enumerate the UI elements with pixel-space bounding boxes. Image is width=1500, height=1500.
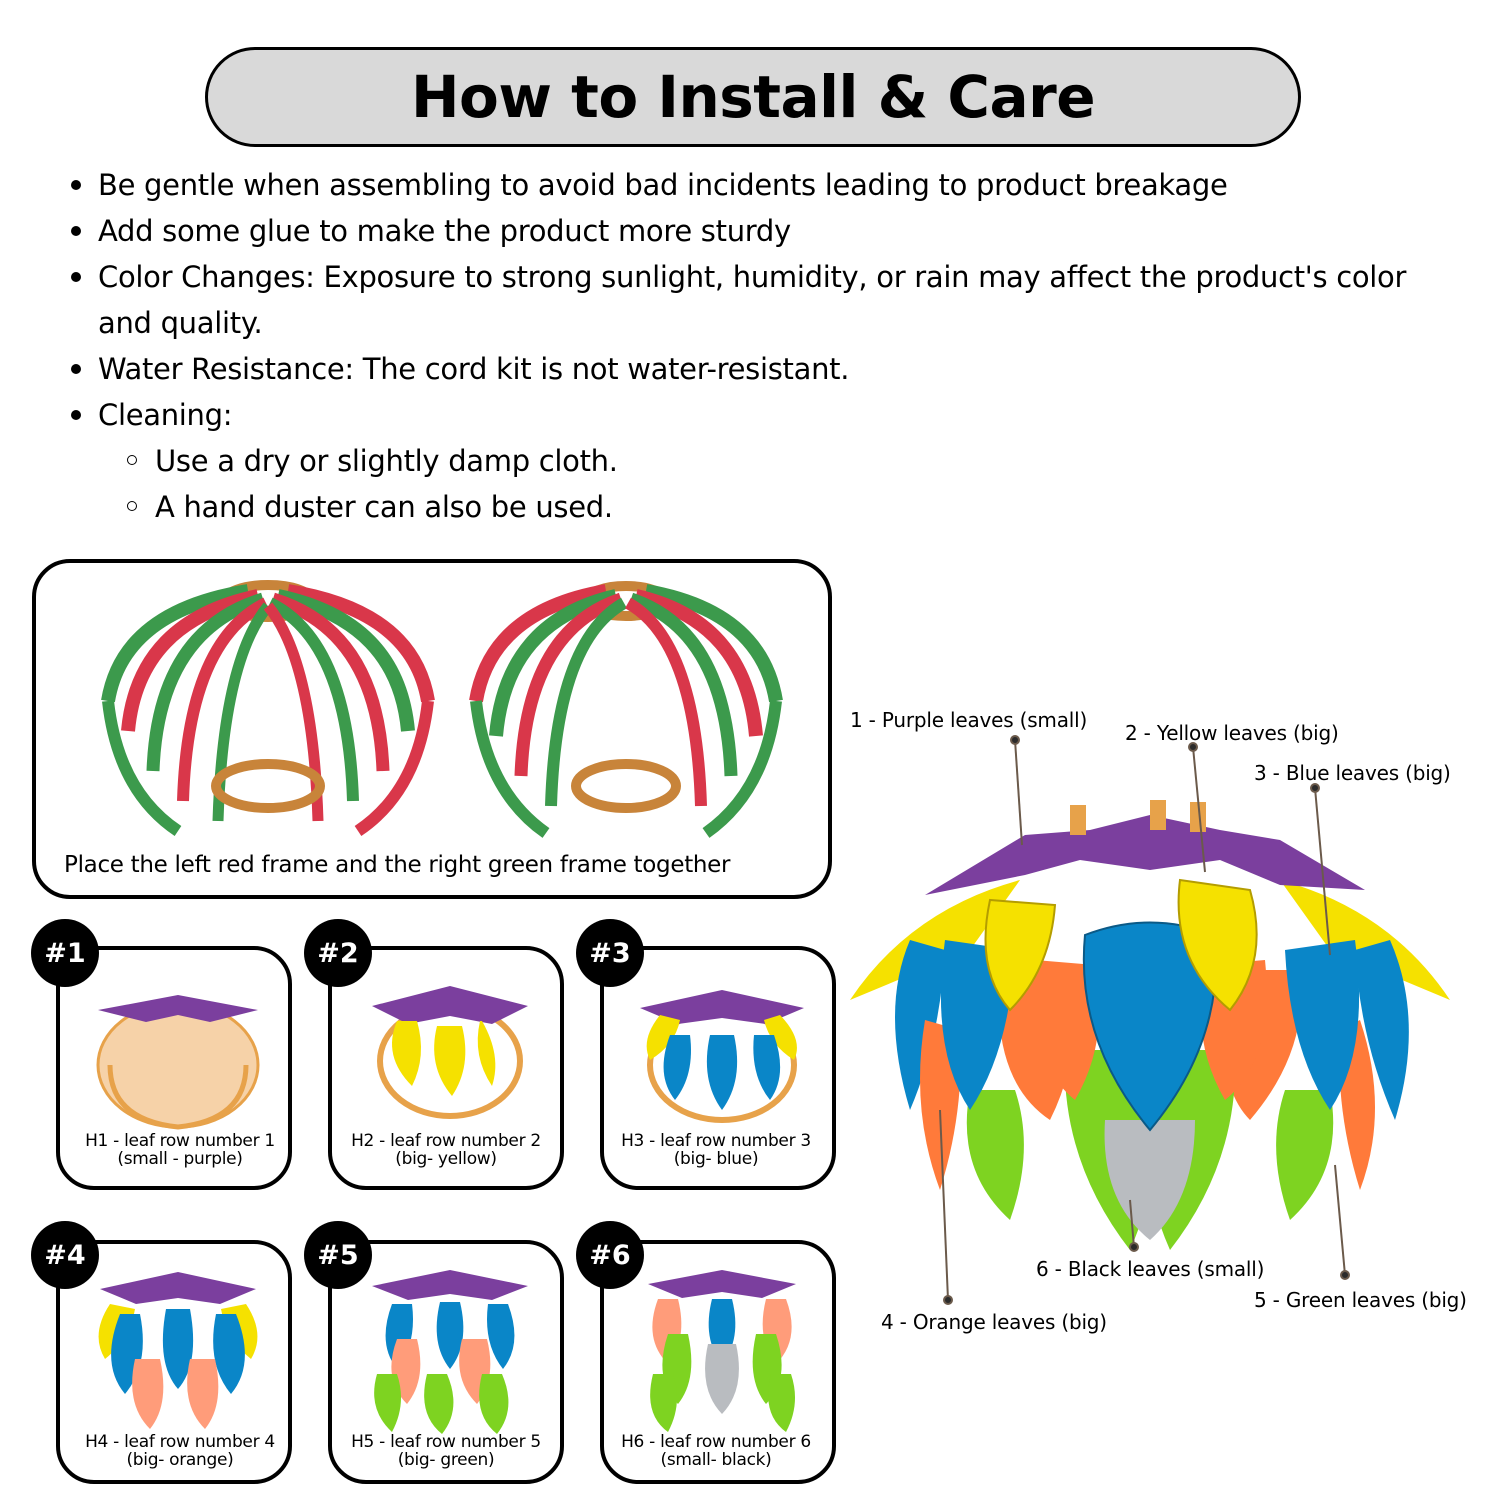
legend-label-purple: 1 - Purple leaves (small) bbox=[850, 708, 1088, 732]
bullet-text: Be gentle when assembling to avoid bad i… bbox=[98, 168, 1228, 202]
step-caption-3: H3 - leaf row number 3 (big- blue) bbox=[606, 1132, 826, 1168]
sub-bullet-text: Use a dry or slightly damp cloth. bbox=[155, 444, 618, 478]
bullet-dot bbox=[71, 410, 81, 420]
step-card-4 bbox=[56, 1240, 292, 1484]
right-green-frame-illustration bbox=[469, 581, 783, 838]
step-3-illustration bbox=[640, 990, 804, 1123]
page-title: How to Install & Care bbox=[410, 63, 1096, 131]
frame-assembly-panel bbox=[32, 559, 832, 899]
title-banner: How to Install & Care bbox=[205, 47, 1301, 147]
sub-bullet-circle bbox=[127, 501, 137, 511]
legend-label-yellow: 2 - Yellow leaves (big) bbox=[1125, 721, 1339, 745]
step-caption-line: H2 - leaf row number 2 bbox=[351, 1131, 541, 1151]
step-caption-line: (big- orange) bbox=[126, 1450, 234, 1470]
step-caption-4: H4 - leaf row number 4 (big- orange) bbox=[70, 1433, 290, 1469]
legend-label-orange: 4 - Orange leaves (big) bbox=[881, 1310, 1107, 1334]
step-caption-5: H5 - leaf row number 5 (big- green) bbox=[336, 1433, 556, 1469]
bullet-text: Color Changes: Exposure to strong sunlig… bbox=[98, 260, 1407, 294]
step-card-3 bbox=[600, 946, 836, 1190]
step-badge-4: #4 bbox=[31, 1221, 99, 1289]
step-card-1 bbox=[56, 946, 292, 1190]
bullet-dot bbox=[71, 364, 81, 374]
step-caption-line: H6 - leaf row number 6 bbox=[621, 1432, 811, 1452]
step-caption-6: H6 - leaf row number 6 (small- black) bbox=[606, 1433, 826, 1469]
step-card-2 bbox=[328, 946, 564, 1190]
step-caption-line: (small - purple) bbox=[117, 1149, 243, 1169]
step-badge-6: #6 bbox=[576, 1221, 644, 1289]
step-caption-line: (big- blue) bbox=[673, 1149, 759, 1169]
completed-lamp-illustration bbox=[850, 800, 1450, 1250]
step-caption-line: (big- green) bbox=[397, 1450, 495, 1470]
bullet-text-continued: and quality. bbox=[98, 306, 263, 340]
step-caption-line: H4 - leaf row number 4 bbox=[85, 1432, 275, 1452]
step-caption-line: (small- black) bbox=[660, 1450, 772, 1470]
legend-label-blue: 3 - Blue leaves (big) bbox=[1254, 761, 1451, 785]
left-red-frame-illustration bbox=[101, 580, 435, 836]
bullet-dot bbox=[71, 272, 81, 282]
step-caption-line: H5 - leaf row number 5 bbox=[351, 1432, 541, 1452]
legend-label-black: 6 - Black leaves (small) bbox=[1036, 1257, 1265, 1281]
sub-bullet-text: A hand duster can also be used. bbox=[155, 490, 613, 524]
step-6-illustration bbox=[648, 1270, 796, 1432]
bullet-text: Cleaning: bbox=[98, 398, 233, 432]
sub-bullet-circle bbox=[127, 455, 137, 465]
step-card-6 bbox=[600, 1240, 836, 1484]
step-caption-line: H3 - leaf row number 3 bbox=[621, 1131, 811, 1151]
step-badge-1: #1 bbox=[31, 919, 99, 987]
bullet-dot bbox=[71, 180, 81, 190]
step-card-5 bbox=[328, 1240, 564, 1484]
step-5-illustration bbox=[372, 1270, 528, 1434]
step-4-illustration bbox=[98, 1272, 258, 1429]
step-1-illustration bbox=[96, 995, 260, 1130]
step-caption-line: (big- yellow) bbox=[395, 1149, 497, 1169]
step-caption-1: H1 - leaf row number 1 (small - purple) bbox=[70, 1132, 290, 1168]
bullet-text: Add some glue to make the product more s… bbox=[98, 214, 791, 248]
step-2-illustration bbox=[372, 986, 528, 1119]
frame-assembly-caption: Place the left red frame and the right g… bbox=[64, 852, 731, 878]
step-badge-2: #2 bbox=[304, 919, 372, 987]
step-caption-2: H2 - leaf row number 2 (big- yellow) bbox=[336, 1132, 556, 1168]
step-badge-3: #3 bbox=[576, 919, 644, 987]
step-badge-5: #5 bbox=[304, 1221, 372, 1289]
legend-label-green: 5 - Green leaves (big) bbox=[1254, 1288, 1467, 1312]
step-caption-line: H1 - leaf row number 1 bbox=[85, 1131, 275, 1151]
bullet-text: Water Resistance: The cord kit is not wa… bbox=[98, 352, 850, 386]
bullet-dot bbox=[71, 226, 81, 236]
